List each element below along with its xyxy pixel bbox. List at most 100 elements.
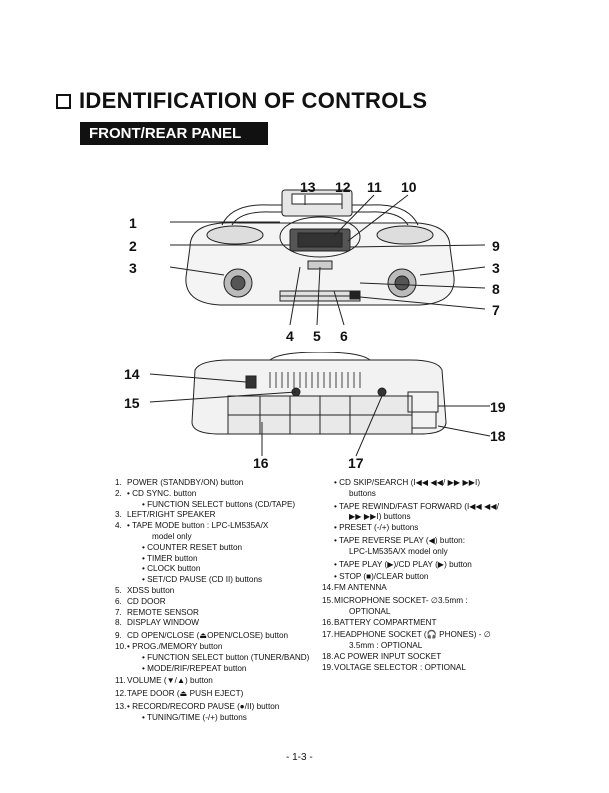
- legend-item-number: [115, 554, 127, 565]
- legend-item: 3.LEFT/RIGHT SPEAKER: [115, 510, 315, 521]
- legend-item: 12.TAPE DOOR (⏏ PUSH EJECT): [115, 689, 315, 700]
- legend-item: 10.• PROG./MEMORY button: [115, 642, 315, 653]
- page-title: IDENTIFICATION OF CONTROLS: [56, 88, 427, 114]
- legend-item-number: 14.: [322, 583, 334, 593]
- legend-item: 17.HEADPHONE SOCKET (🎧 PHONES) - ∅: [322, 630, 532, 641]
- callout-10: 10: [401, 179, 417, 195]
- legend-item-text: • TAPE REVERSE PLAY (◀) button:: [334, 535, 465, 545]
- legend-item: OPTIONAL: [322, 607, 532, 618]
- legend-item-text: • STOP (■)/CLEAR button: [334, 572, 429, 582]
- legend-item: • PRESET (-/+) buttons: [322, 523, 532, 534]
- legend-item-number: [115, 532, 127, 543]
- legend-item-text: CD DOOR: [127, 596, 166, 606]
- legend-item-text: DISPLAY WINDOW: [127, 618, 200, 628]
- legend-item-number: [322, 641, 334, 652]
- legend-item-number: 4.: [115, 521, 122, 531]
- legend-item-text: TAPE DOOR (⏏ PUSH EJECT): [127, 689, 244, 699]
- callout-7: 7: [492, 302, 500, 318]
- legend-item: 7. REMOTE SENSOR: [115, 608, 315, 619]
- legend-item-number: 10.: [115, 641, 127, 651]
- legend-item-number: 17.: [322, 630, 334, 640]
- legend-item: ▶▶ ▶▶I) buttons: [322, 512, 532, 523]
- legend-item: 1.POWER (STANDBY/ON) button: [115, 478, 315, 489]
- callout-16: 16: [253, 455, 269, 471]
- legend-item-number: 3.: [115, 510, 122, 520]
- callout-2: 2: [129, 238, 137, 254]
- callout-3-right: 3: [492, 260, 500, 276]
- legend-item-number: 6.: [115, 596, 122, 606]
- legend-item-text: • FUNCTION SELECT buttons (CD/TAPE): [142, 499, 296, 509]
- legend-item-text: • PRESET (-/+) buttons: [334, 523, 419, 533]
- legend-item: 3.5mm : OPTIONAL: [322, 641, 532, 652]
- front-panel-diagram: [169, 189, 486, 326]
- legend-item: • TAPE PLAY (▶)/CD PLAY (▶) button: [322, 560, 532, 571]
- legend-item-text: • CD SKIP/SEARCH (I◀◀ ◀◀/ ▶▶ ▶▶I): [334, 478, 481, 487]
- legend-item-number: 2.: [115, 488, 122, 498]
- callout-13: 13: [300, 179, 316, 195]
- legend-item: 19.VOLTAGE SELECTOR : OPTIONAL: [322, 663, 532, 674]
- legend-item: • TAPE REWIND/FAST FORWARD (I◀◀ ◀◀/: [322, 502, 532, 513]
- legend-item: • FUNCTION SELECT button (TUNER/BAND): [115, 653, 315, 664]
- legend-item-number: 15.: [322, 595, 334, 605]
- legend-item-text: HEADPHONE SOCKET (🎧 PHONES) - ∅: [334, 630, 491, 640]
- callout-19: 19: [490, 399, 506, 415]
- legend-item-number: [115, 564, 127, 575]
- legend-item-number: [115, 713, 127, 724]
- legend-item: 6. CD DOOR: [115, 597, 315, 608]
- legend-item-number: 7.: [115, 607, 122, 617]
- legend-item-text: OPTIONAL: [349, 606, 391, 616]
- legend-item-text: • TUNING/TIME (-/+) buttons: [142, 712, 247, 722]
- legend-item-number: [115, 653, 127, 664]
- legend-item-number: [322, 523, 334, 534]
- legend-item-text: model only: [152, 531, 192, 541]
- legend-item-text: buttons: [349, 488, 376, 498]
- legend-item: • STOP (■)/CLEAR button: [322, 572, 532, 583]
- legend-item-text: BATTERY COMPARTMENT: [334, 617, 437, 627]
- legend-item-text: FM ANTENNA: [334, 583, 387, 593]
- callout-17: 17: [348, 455, 364, 471]
- legend-item-number: [115, 500, 127, 511]
- callout-9: 9: [492, 238, 500, 254]
- callout-11: 11: [367, 179, 382, 195]
- legend-item-text: • PROG./MEMORY button: [127, 641, 223, 651]
- legend-item-text: ▶▶ ▶▶I) buttons: [349, 512, 411, 522]
- legend-item: 8.DISPLAY WINDOW: [115, 618, 315, 629]
- legend-item-number: [115, 664, 127, 675]
- legend-item-number: [322, 536, 334, 547]
- legend-item: 18.AC POWER INPUT SOCKET: [322, 652, 532, 663]
- legend-item-text: • TAPE PLAY (▶)/CD PLAY (▶) button: [334, 559, 472, 569]
- legend-item: buttons: [322, 489, 532, 500]
- callout-5: 5: [313, 328, 321, 344]
- legend-item-number: [115, 575, 127, 586]
- legend-item: 11.VOLUME (▼/▲) button: [115, 676, 315, 687]
- legend-item-number: [322, 560, 334, 571]
- legend-item-number: [322, 607, 334, 618]
- legend-item-number: 12.: [115, 689, 127, 699]
- legend-item-text: • MODE/RIF/REPEAT button: [142, 663, 247, 673]
- legend-item-text: MICROPHONE SOCKET- ∅3.5mm :: [334, 595, 468, 605]
- legend-item-number: [322, 547, 334, 558]
- legend-item: • COUNTER RESET button: [115, 543, 315, 554]
- legend-item-text: • RECORD/RECORD PAUSE (●/II) button: [127, 701, 280, 711]
- legend-item-text: • CLOCK button: [142, 564, 201, 574]
- legend-item-text: POWER (STANDBY/ON) button: [127, 478, 244, 487]
- legend-item-text: • CD SYNC. button: [127, 488, 197, 498]
- legend-item-text: LPC-LM535A/X model only: [349, 546, 448, 556]
- legend-item-number: 5.: [115, 585, 122, 595]
- legend-item: • CLOCK button: [115, 564, 315, 575]
- legend-item-number: [322, 489, 334, 500]
- callout-6: 6: [340, 328, 348, 344]
- section-banner: FRONT/REAR PANEL: [80, 122, 268, 145]
- legend-item-number: 11.: [115, 676, 126, 686]
- legend-item-text: REMOTE SENSOR: [127, 607, 199, 617]
- legend-item: • TIMER button: [115, 554, 315, 565]
- legend-item-number: 13.: [115, 701, 127, 711]
- legend-item: model only: [115, 532, 315, 543]
- callout-15: 15: [124, 395, 140, 411]
- legend-item: 4. • TAPE MODE button : LPC-LM535A/X: [115, 521, 315, 532]
- legend-item-text: VOLTAGE SELECTOR : OPTIONAL: [334, 662, 466, 672]
- callout-3-left: 3: [129, 260, 137, 276]
- legend-item-text: 3.5mm : OPTIONAL: [349, 641, 423, 651]
- legend-item-text: • TAPE MODE button : LPC-LM535A/X: [127, 521, 269, 531]
